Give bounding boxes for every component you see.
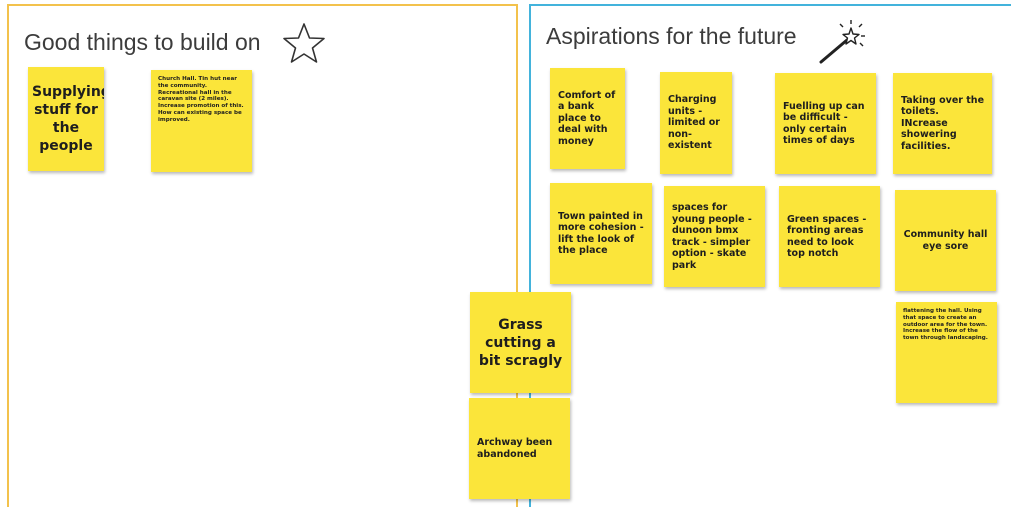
sticky-note[interactable]: Fuelling up can be difficult - only cert… xyxy=(775,73,876,174)
sticky-note-text: Archway been abandoned xyxy=(477,437,553,460)
sticky-note[interactable]: spaces for young people - dunoon bmx tra… xyxy=(664,186,765,287)
sticky-note[interactable]: flattening the hall. Using that space to… xyxy=(896,302,997,403)
frame-aspirations[interactable]: Aspirations for the future Comfort of a … xyxy=(529,4,1011,507)
sticky-note-text: Green spaces - fronting areas need to lo… xyxy=(787,213,867,260)
sticky-note-text: Taking over the toilets. INcrease shower… xyxy=(901,94,985,152)
magic-wand-icon xyxy=(819,20,865,64)
sticky-note[interactable]: Grass cutting a bit scragly xyxy=(470,292,571,393)
sticky-note-text: Fuelling up can be difficult - only cert… xyxy=(783,100,865,147)
frame-title-aspirations: Aspirations for the future xyxy=(546,23,797,49)
star-icon xyxy=(283,23,325,63)
sticky-note-text: Community hall eye sore xyxy=(903,229,988,252)
sticky-note-text: Church Hall. Tin hut near the community.… xyxy=(158,76,244,123)
sticky-note[interactable]: Town painted in more cohesion - lift the… xyxy=(550,183,652,284)
sticky-note-text: Charging units - limited or non-existent xyxy=(668,94,720,152)
sticky-note[interactable]: Church Hall. Tin hut near the community.… xyxy=(151,70,252,172)
frame-good-things[interactable]: Good things to build on Supplying stuff … xyxy=(7,4,518,507)
sticky-note-text: Comfort of a bank place to deal with mon… xyxy=(558,89,616,147)
sticky-note[interactable]: Green spaces - fronting areas need to lo… xyxy=(779,186,880,287)
sticky-note-text: spaces for young people - dunoon bmx tra… xyxy=(672,202,752,271)
sticky-note[interactable]: Supplying stuff for the people xyxy=(28,67,104,171)
sticky-note-text: flattening the hall. Using that space to… xyxy=(903,308,988,342)
sticky-note-text: Supplying stuff for the people xyxy=(32,84,104,154)
sticky-note[interactable]: Comfort of a bank place to deal with mon… xyxy=(550,68,625,169)
sticky-note[interactable]: Community hall eye sore xyxy=(895,190,996,291)
sticky-note[interactable]: Taking over the toilets. INcrease shower… xyxy=(893,73,992,174)
sticky-note[interactable]: Charging units - limited or non-existent xyxy=(660,72,732,174)
sticky-note-text: Town painted in more cohesion - lift the… xyxy=(558,210,644,257)
frame-title-good-things: Good things to build on xyxy=(24,29,261,55)
sticky-note[interactable]: Archway been abandoned xyxy=(469,398,570,499)
sticky-note-text: Grass cutting a bit scragly xyxy=(478,316,563,369)
